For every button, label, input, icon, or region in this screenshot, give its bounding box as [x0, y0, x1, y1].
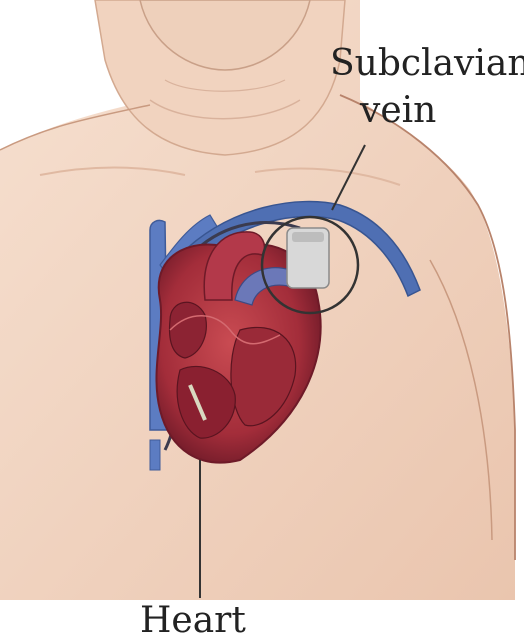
heart-label: Heart	[140, 600, 246, 641]
inferior-vena-cava	[150, 440, 160, 470]
subclavian-label-line2: vein	[359, 90, 436, 131]
pacemaker-header	[292, 232, 324, 242]
subclavian-label-line1: Subclavian	[330, 43, 524, 84]
